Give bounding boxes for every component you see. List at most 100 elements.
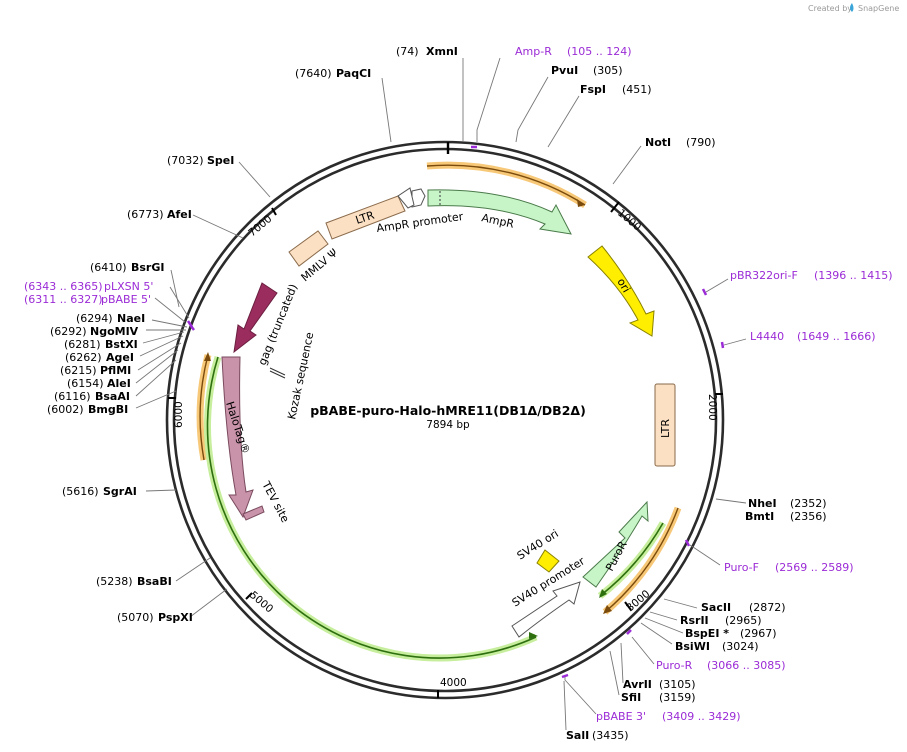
label-ori: ori — [614, 276, 632, 295]
site-name-sali[interactable]: SalI — [566, 729, 589, 742]
site-name-bstxi[interactable]: BstXI — [105, 338, 138, 351]
site-pos-sgrai: (5616) — [62, 485, 99, 498]
primer-line-right — [604, 507, 679, 613]
site-name-ngomiv[interactable]: NgoMIV — [90, 325, 139, 338]
site-name-bsaai[interactable]: BsaAI — [95, 390, 130, 403]
label-ltr-left: LTR — [354, 209, 376, 227]
backbone-inner — [172, 147, 718, 693]
tick-label-4000: 4000 — [440, 677, 467, 689]
feature-arrow-puror[interactable] — [582, 500, 649, 588]
site-name-bsiwi[interactable]: BsiWI — [675, 640, 710, 653]
feature-arrow-halotag[interactable] — [221, 356, 254, 519]
site-pos-spei: (7032) — [167, 154, 204, 167]
site-name-afei[interactable]: AfeI — [167, 208, 192, 221]
site-pos-bsaai: (6116) — [54, 390, 91, 403]
site-pos-noti: (790) — [686, 136, 716, 149]
site-name-bsrgi[interactable]: BsrGI — [131, 261, 164, 274]
site-pos-bspei: (2967) — [740, 627, 777, 640]
feature-arrow-gag[interactable] — [233, 282, 278, 354]
site-pos-afei: (6773) — [127, 208, 164, 221]
primer-line-top — [426, 164, 586, 206]
site-pos-plxsn-5: (6343 .. 6365) — [24, 280, 103, 293]
credit-brand: SnapGene — [858, 4, 899, 13]
feature-arrow-sv40-promoter[interactable] — [511, 581, 581, 638]
tick-mark — [245, 592, 253, 600]
primer-arrowhead — [603, 605, 612, 614]
label-tev-site: TEV site — [259, 478, 292, 525]
feature-ltr-right[interactable] — [654, 383, 676, 467]
primer-line-left — [199, 354, 209, 461]
site-pos-bsrgi: (6410) — [90, 261, 127, 274]
site-pos-rsrii: (2965) — [725, 614, 762, 627]
site-pos-pbr322ori-f: (1396 .. 1415) — [814, 269, 893, 282]
site-name-paqci[interactable]: PaqCI — [336, 67, 371, 80]
site-pos-avrii: (3105) — [659, 678, 696, 691]
feature-arrow-ori[interactable] — [587, 245, 655, 337]
site-name-bsabi[interactable]: BsaBI — [137, 575, 172, 588]
primer-arrowhead — [577, 199, 585, 207]
site-name-puro-r[interactable]: Puro-R — [656, 659, 693, 672]
feature-ltr-left[interactable] — [325, 195, 406, 240]
site-name-amp-r[interactable]: Amp-R — [515, 45, 552, 58]
feature-mmlv[interactable] — [288, 230, 329, 267]
site-name-agei[interactable]: AgeI — [106, 351, 134, 364]
site-pos-pbabe-3: (3409 .. 3429) — [662, 710, 741, 723]
site-name-xmni[interactable]: XmnI — [426, 45, 458, 58]
site-name-fspi[interactable]: FspI — [580, 83, 606, 96]
site-pos-agei: (6262) — [65, 351, 102, 364]
site-pos-amp-r: (105 .. 124) — [567, 45, 632, 58]
site-name-pbr322ori-f[interactable]: pBR322ori-F — [730, 269, 798, 282]
tick-label-6000: 6000 — [173, 401, 185, 428]
site-pos-sfii: (3159) — [659, 691, 696, 704]
site-name-spei[interactable]: SpeI — [207, 154, 234, 167]
site-name-bspei[interactable]: BspEI * — [685, 627, 729, 640]
site-name-pflmi[interactable]: PflMI — [100, 364, 131, 377]
site-pos-bmti: (2356) — [790, 510, 827, 523]
site-name-puro-f[interactable]: Puro-F — [724, 561, 759, 574]
site-pos-pspxi: (5070) — [117, 611, 154, 624]
primer-site-marks — [186, 145, 725, 679]
feature-sv40-ori[interactable] — [536, 549, 560, 573]
site-name-nhei[interactable]: NheI — [748, 497, 777, 510]
site-pos-pvui: (305) — [593, 64, 623, 77]
site-pos-sali: (3435) — [592, 729, 629, 742]
site-name-bmti[interactable]: BmtI — [745, 510, 774, 523]
site-name-sgrai[interactable]: SgrAI — [103, 485, 137, 498]
site-pos-sacii: (2872) — [749, 601, 786, 614]
kozak-marker — [269, 367, 286, 379]
site-pos-paqci: (7640) — [295, 67, 332, 80]
feature-arrow-ampr[interactable] — [427, 189, 572, 235]
snapgene-logo-icon — [850, 3, 854, 12]
site-name-plxsn-5[interactable]: pLXSN 5' — [104, 280, 153, 293]
site-name-rsrii[interactable]: RsrII — [680, 614, 709, 627]
site-pos-puro-f: (2569 .. 2589) — [775, 561, 854, 574]
site-name-l4440[interactable]: L4440 — [750, 330, 784, 343]
site-pos-xmni: (74) — [396, 45, 419, 58]
plasmid-size: 7894 bp — [426, 419, 470, 431]
site-pos-ngomiv: (6292) — [50, 325, 87, 338]
site-name-noti[interactable]: NotI — [645, 136, 671, 149]
site-name-sfii[interactable]: SfiI — [621, 691, 641, 704]
site-name-pvui[interactable]: PvuI — [551, 64, 578, 77]
orf-line-puro — [599, 522, 664, 597]
site-name-pbabe-3[interactable]: pBABE 3' — [596, 710, 646, 723]
site-name-avrii[interactable]: AvrII — [623, 678, 652, 691]
site-name-pbabe-5[interactable]: pBABE 5' — [101, 293, 151, 306]
primer-arrowhead — [204, 352, 211, 361]
site-pos-nhei: (2352) — [790, 497, 827, 510]
site-name-sacii[interactable]: SacII — [701, 601, 731, 614]
feature-tev-site[interactable] — [242, 505, 265, 521]
tick-label-2000: 2000 — [706, 394, 718, 421]
site-pos-bstxi: (6281) — [64, 338, 101, 351]
site-name-bmgbi[interactable]: BmgBI — [88, 403, 128, 416]
site-pos-bsiwi: (3024) — [722, 640, 759, 653]
backbone-outer — [165, 140, 725, 700]
site-pos-bmgbi: (6002) — [47, 403, 84, 416]
site-name-naei[interactable]: NaeI — [117, 312, 145, 325]
tick-mark — [610, 201, 620, 213]
plasmid-name: pBABE-puro-Halo-hMRE11(DB1Δ/DB2Δ) — [310, 403, 586, 418]
label-ampr: AmpR — [480, 211, 515, 231]
site-name-pspxi[interactable]: PspXI — [158, 611, 193, 624]
site-name-alei[interactable]: AleI — [107, 377, 131, 390]
